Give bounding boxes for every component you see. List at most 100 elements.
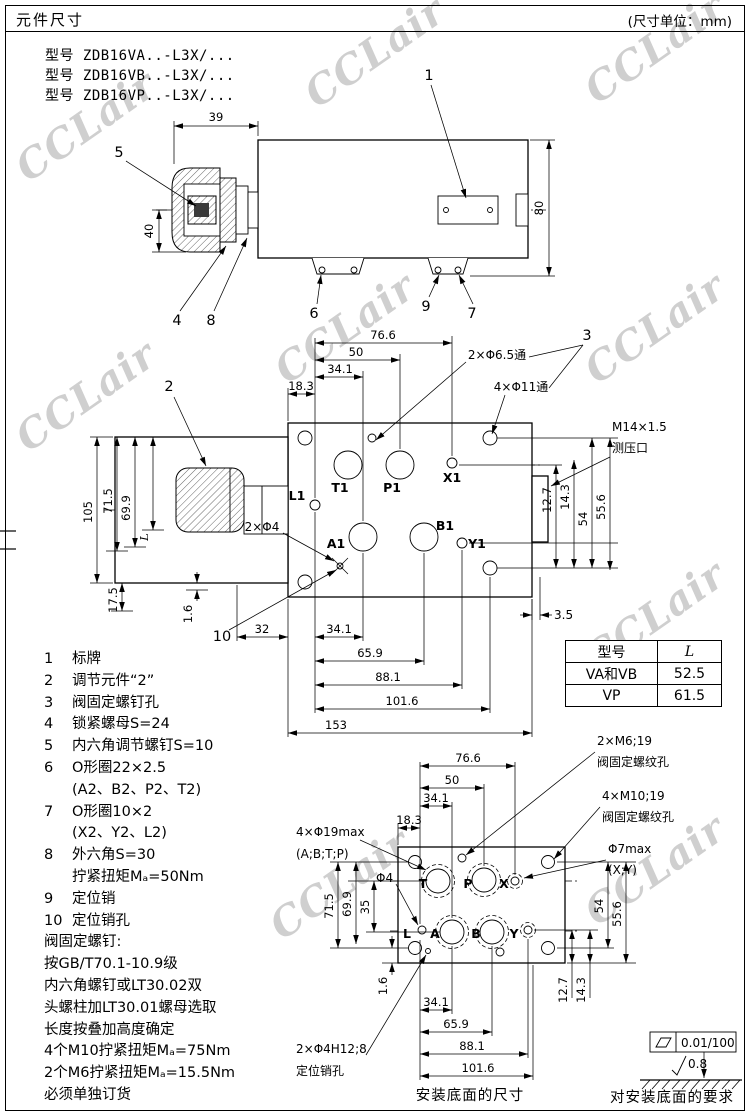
callout-number: 6 [309,306,318,322]
hole-spec-label: 2×Φ4H12;8 [296,1042,367,1056]
dim-label: 14.3 [558,484,572,510]
hole-spec-label: 定位销孔 [296,1063,344,1078]
port-Y [523,925,533,935]
model-list: 型号 ZDB16VA..-L3X/... 型号 ZDB16VB..-L3X/..… [45,46,235,106]
legend-text: 锁紧螺母S=24 [72,716,170,733]
legend-text: 内六角调节螺钉S=10 [72,738,214,755]
dim-label: 12.7 [540,487,554,513]
legend-text: 按GB/T70.1-10.9级 [44,956,178,973]
plan-view: L1 T1 P1 X1 A1 B1 Y1 76.6 50 34.1 18.3 2… [81,328,667,737]
table-cell: 52.5 [657,662,722,685]
locating-pin [434,266,442,274]
legend-number: 10 [44,912,63,929]
port-L [417,925,427,935]
legend-text: 必须单独订货 [44,1086,131,1103]
dim-label: 17.5 [106,587,120,613]
port-label: T1 [331,480,348,495]
hex-socket [194,203,209,217]
dim-label: 76.6 [455,751,481,765]
adjustment-knob [171,167,259,253]
port-A [439,919,465,945]
ground-hatch [641,1079,741,1090]
hole-spec-label: 2×Φ6.5通 [468,348,526,362]
dim-label: 101.6 [462,1061,495,1075]
hole-spec-label: 4×Φ19max [296,825,365,839]
legend-item: 拧紧扭矩Mₐ=50Nm [44,867,235,889]
table-row: VP 61.5 [565,684,722,707]
callout-number: 4 [172,313,181,329]
roughness-value: 0.8 [688,1057,707,1071]
dim-label: 80 [532,201,546,216]
mounting-face [397,846,566,964]
model-line: 型号 ZDB16VA..-L3X/... [45,48,235,64]
legend-text: 定位销孔 [72,912,130,929]
callout-number: 8 [206,313,215,329]
dim-label: 55.6 [594,494,608,520]
hole-spec-label: 2×Φ4 [245,520,280,534]
o-ring [318,266,326,274]
surface-requirements: 0.01/100 0.8 [640,1031,742,1090]
base-view-caption: 安装底面的尺寸 [415,1088,525,1104]
dim-label: 34.1 [326,622,352,636]
dim-label: 65.9 [357,646,383,660]
dim-label: 39 [209,110,224,124]
table-cell: VA和VB [565,662,658,685]
dim-label: 71.5 [322,893,336,919]
port-label: P [463,876,472,891]
dim-label: 69.9 [119,495,133,521]
port-label: A [430,926,440,941]
dim-label: 153 [325,718,347,732]
port-P1 [385,450,415,480]
legend-number: 5 [44,738,54,755]
legend-text: 阀固定螺钉孔 [72,694,159,711]
legend-text: 定位销 [72,890,116,907]
legend-text: 调节元件“2” [72,672,155,689]
port-Y1 [456,537,468,549]
legend-number: 8 [44,847,54,864]
port-label: X [499,876,509,891]
dim-label: 101.6 [386,694,419,708]
dim-label: 54 [576,512,590,527]
port-T1 [333,450,363,480]
legend-number: 6 [44,759,54,776]
legend-text: 2个M6拧紧扭矩Mₐ=15.5Nm [44,1065,236,1082]
port-label: Y [508,926,519,941]
hole-spec-label: (X;Y) [608,863,637,877]
table-header-model: 型号 [565,640,658,663]
flatness-frame [649,1031,737,1053]
dim-label: 55.6 [610,901,624,927]
legend-note-line: 按GB/T70.1-10.9级 [44,954,235,976]
callout-number: 2 [164,379,173,395]
dim-label: 88.1 [459,1039,485,1053]
roughness-icon [671,1055,687,1076]
legend-text: (X2、Y2、L2) [72,825,167,842]
table-row: 型号 L [565,640,722,663]
legend-note-line: 必须单独订货 [44,1085,235,1107]
o-ring [454,266,462,274]
header-divider [5,31,745,32]
port-L1 [309,499,321,511]
port-label: B [471,926,481,941]
mounting-pad [427,257,469,275]
port-label: L1 [289,488,306,503]
hole-spec-label: Φ7max [608,842,651,856]
legend-item: 10 定位销孔 [44,911,235,933]
dim-label: 40 [142,224,156,239]
dim-label: 12.7 [556,977,570,1003]
side-view: 39 40 80 1 5 4 8 6 9 7 [114,68,555,329]
dim-label: 34.1 [423,995,449,1009]
legend-item: (X2、Y2、L2) [44,823,235,845]
legend-text: (A2、B2、P2、T2) [72,781,202,798]
dim-label: 69.9 [340,891,354,917]
legend-text: 内六角螺钉或LT30.02双 [44,977,202,994]
legend-text: 标牌 [72,651,101,667]
port-label: L [403,926,411,941]
port-label: Y1 [467,536,486,551]
port-A1 [348,522,378,552]
callout-number: 7 [467,306,476,322]
